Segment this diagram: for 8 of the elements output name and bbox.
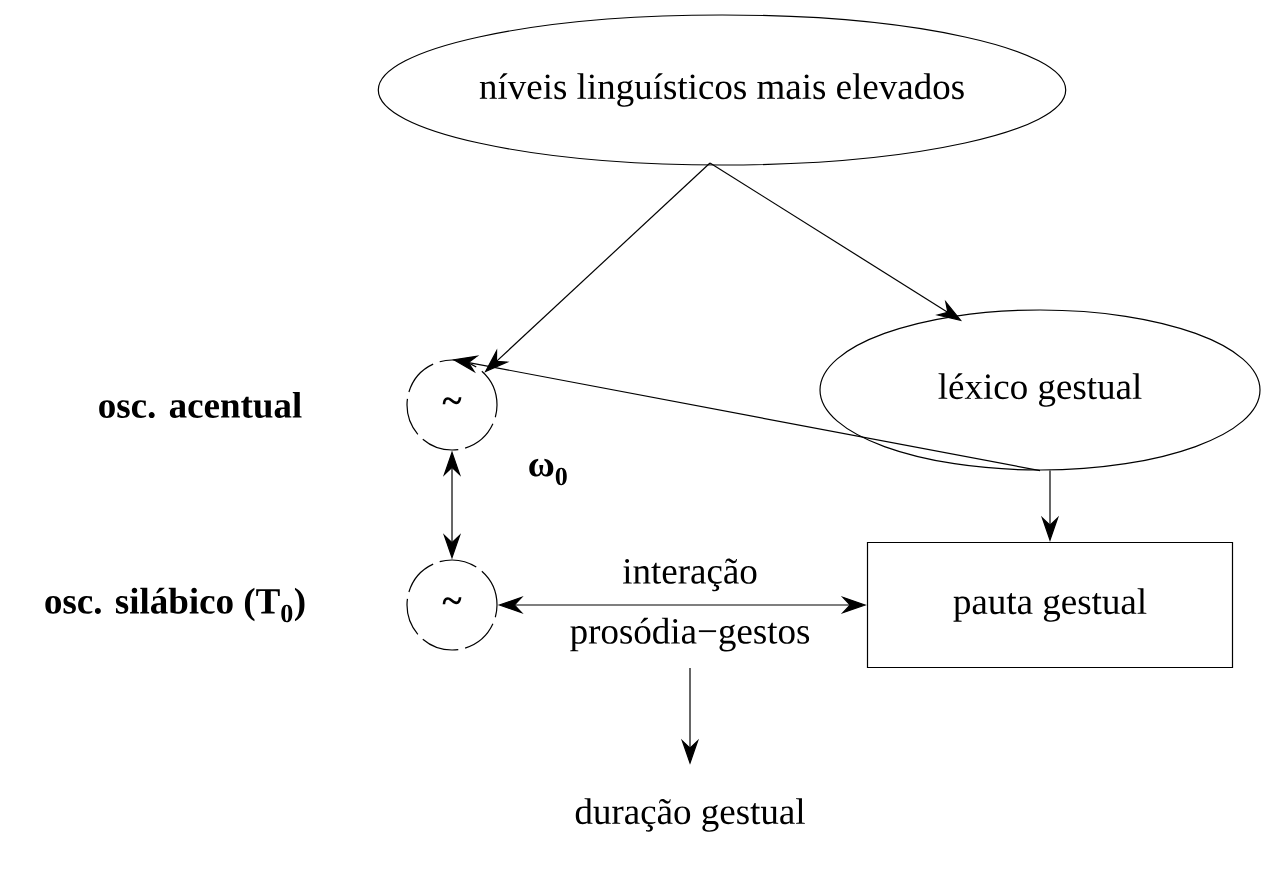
edge-label: ω$_{0}$ bbox=[529, 458, 567, 486]
oscillator-label: osc. acentual bbox=[99, 391, 302, 419]
ellipse-node: léxico gestual bbox=[819, 309, 1261, 471]
edge-label: interação prosódia−gestos bbox=[570, 558, 810, 652]
output-text: duração gestual bbox=[575, 798, 805, 832]
oscillator-label: osc. silábico (T$_{0}$) bbox=[45, 587, 305, 623]
ellipse-node: níveis linguísticos mais elevados bbox=[377, 14, 1067, 166]
process-box: pauta gestual bbox=[866, 541, 1234, 669]
